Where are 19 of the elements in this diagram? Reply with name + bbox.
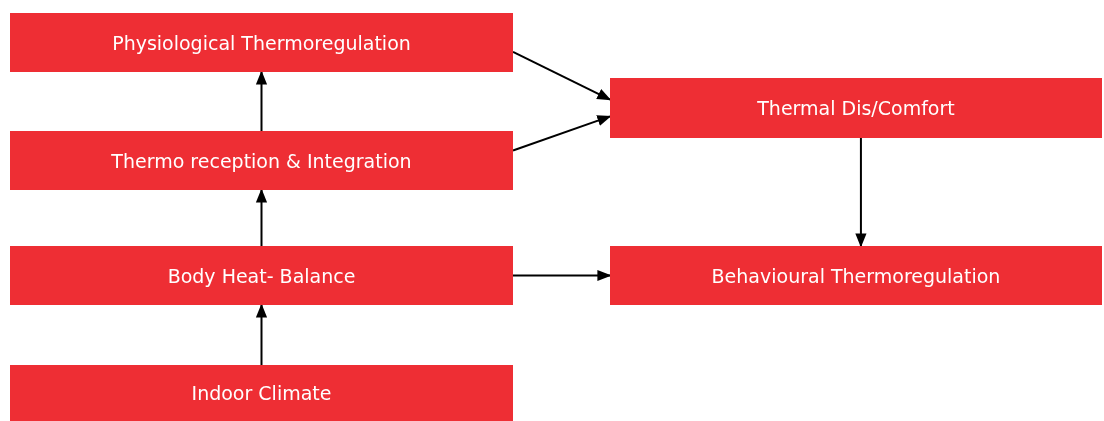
process-box — [610, 78, 1102, 138]
box-label: Body Heat- Balance — [167, 264, 356, 287]
process-box — [10, 131, 513, 190]
arrow — [255, 303, 268, 366]
box-label: Behavioural Thermoregulation — [711, 264, 1001, 287]
box-label: Thermal Dis/Comfort — [757, 97, 955, 119]
process-box — [10, 13, 513, 72]
arrow — [512, 115, 612, 152]
process-box — [610, 246, 1102, 305]
process-box — [10, 365, 513, 421]
arrow — [255, 70, 268, 132]
process-box — [10, 246, 513, 305]
arrow — [512, 269, 612, 282]
arrow — [512, 50, 612, 101]
arrow — [255, 188, 268, 247]
arrow — [855, 137, 867, 248]
box-label: Physiological Thermoregulation — [112, 31, 411, 54]
box-label: Thermo reception & Integration — [111, 149, 412, 172]
box-label: Indoor Climate — [191, 382, 332, 404]
